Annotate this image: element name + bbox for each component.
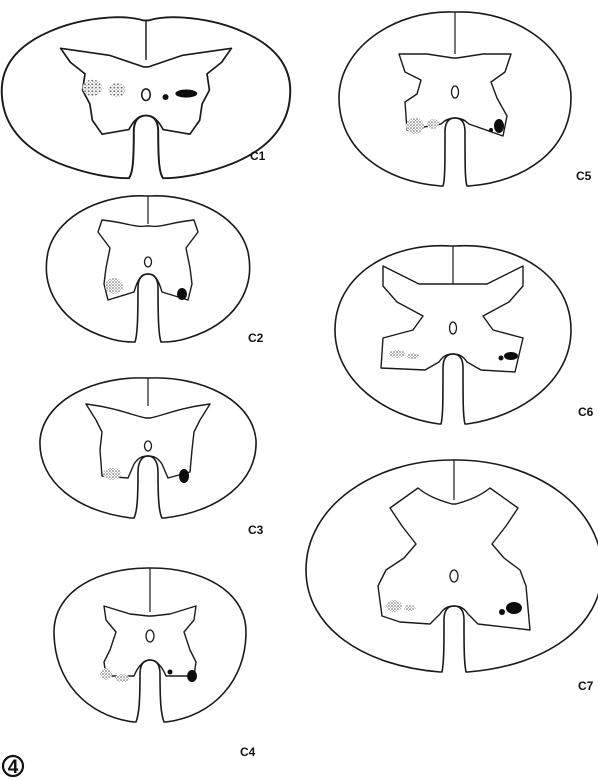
section-c6: C6 bbox=[335, 246, 594, 424]
figure-number: 4 bbox=[3, 756, 23, 778]
section-c1: C1 bbox=[2, 17, 291, 178]
section-label-c6: C6 bbox=[578, 405, 594, 419]
section-c3: C3 bbox=[40, 378, 264, 537]
section-label-c7: C7 bbox=[578, 679, 594, 693]
section-label-c4: C4 bbox=[240, 745, 256, 759]
section-label-c1: C1 bbox=[250, 149, 266, 163]
section-label-c3: C3 bbox=[248, 523, 264, 537]
figure-number-text: 4 bbox=[8, 757, 19, 778]
section-label-c2: C2 bbox=[248, 331, 264, 345]
section-c5: C5 bbox=[339, 12, 592, 186]
section-c4: C4 bbox=[54, 568, 256, 759]
section-c2: C2 bbox=[46, 196, 263, 345]
section-label-c5: C5 bbox=[576, 169, 592, 183]
section-c7: C7 bbox=[306, 460, 598, 693]
